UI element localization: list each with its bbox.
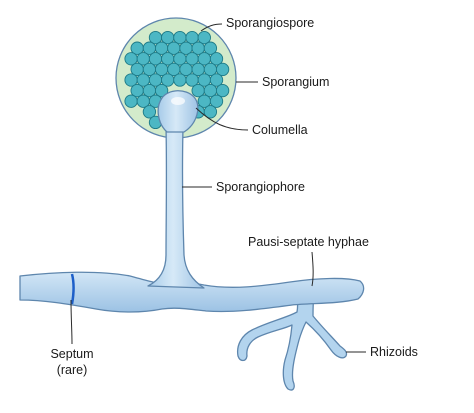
sporangiospore: [209, 73, 224, 87]
leader-pausi-septate-hyphae: [311, 251, 314, 287]
sporangiospore: [215, 83, 230, 98]
label-columella: Columella: [252, 123, 308, 137]
septum: [70, 273, 75, 305]
label-septum: Septum: [50, 347, 93, 361]
sporangiospore: [173, 73, 187, 87]
sporangiospore: [197, 30, 211, 45]
label-sporangiospore: Sporangiospore: [226, 16, 314, 30]
columella-highlight: [171, 97, 185, 105]
leader-columella: [195, 107, 249, 131]
label-sporangiophore: Sporangiophore: [216, 180, 305, 194]
sporangiospore: [203, 41, 218, 55]
sporangiospore: [142, 105, 157, 119]
rhizoids: [236, 291, 348, 391]
sporangiospore: [203, 105, 218, 119]
sporangiospore-cluster: [124, 30, 230, 130]
sporangiospore: [154, 83, 169, 98]
leader-sporangiospore: [200, 23, 223, 32]
label-rhizoids: Rhizoids: [370, 345, 418, 359]
label-sporangium: Sporangium: [262, 75, 329, 89]
sporangiophore: [147, 127, 205, 289]
label-septum-rare: (rare): [57, 363, 88, 377]
leader-septum: [70, 299, 73, 345]
sporangiospore: [215, 62, 230, 77]
sporangiospore: [124, 94, 138, 108]
sporangiospore: [209, 94, 224, 108]
columella: [157, 90, 199, 133]
label-pausi-septate-hyphae: Pausi-septate hyphae: [248, 235, 369, 249]
sporangiospore: [209, 52, 224, 66]
